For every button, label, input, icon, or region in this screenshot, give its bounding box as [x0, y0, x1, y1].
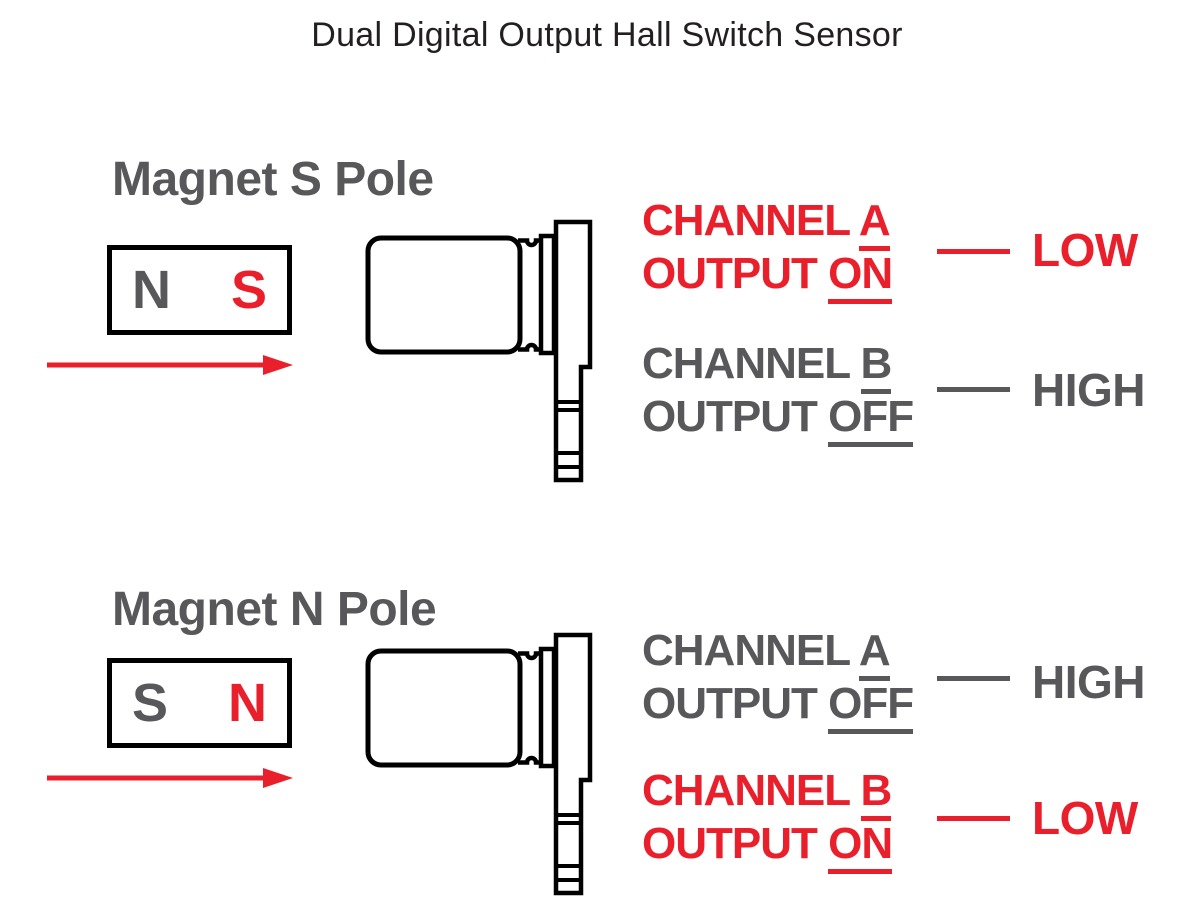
- channel-word: CHANNEL: [642, 339, 850, 388]
- pole-label-left: N: [132, 260, 171, 320]
- connector-line: [937, 387, 1010, 392]
- channel-word: CHANNEL: [642, 766, 850, 815]
- output-line: OUTPUT ON: [642, 247, 893, 304]
- channel-id: B: [860, 339, 892, 394]
- signal-level-label: LOW: [1032, 224, 1138, 276]
- signal-level-label: HIGH: [1032, 364, 1146, 416]
- channel-id: B: [860, 766, 892, 821]
- direction-arrow-icon: [47, 768, 293, 788]
- output-line: OUTPUT ON: [642, 817, 893, 874]
- output-word: OUTPUT: [642, 679, 818, 728]
- channel-line: CHANNEL A: [642, 194, 892, 251]
- direction-arrow-icon: [47, 355, 293, 375]
- channel-word: CHANNEL: [642, 626, 850, 675]
- channel-a-status: CHANNEL A OUTPUT ON: [642, 194, 893, 304]
- channel-line: CHANNEL B: [642, 337, 913, 394]
- diagram-title: Dual Digital Output Hall Switch Sensor: [311, 16, 903, 54]
- scenario-heading: Magnet N Pole: [112, 583, 437, 636]
- pole-label-right: N: [228, 673, 267, 733]
- output-line: OUTPUT OFF: [642, 677, 914, 734]
- signal-level-label: HIGH: [1032, 656, 1146, 708]
- channel-b-status: CHANNEL B OUTPUT OFF: [642, 337, 914, 447]
- output-word: OUTPUT: [642, 819, 818, 868]
- magnet: S N: [107, 658, 292, 748]
- channel-id: A: [858, 196, 891, 251]
- output-state: ON: [828, 249, 893, 304]
- magnet: N S: [107, 245, 292, 335]
- channel-word: CHANNEL: [642, 196, 850, 245]
- output-state: OFF: [828, 679, 914, 734]
- pole-label-left: S: [132, 673, 169, 733]
- output-state: OFF: [828, 392, 914, 447]
- channel-a-status: CHANNEL A OUTPUT OFF: [642, 624, 914, 734]
- channel-line: CHANNEL B: [642, 764, 892, 821]
- channel-line: CHANNEL A: [642, 624, 913, 681]
- scenario-heading: Magnet S Pole: [112, 153, 434, 206]
- hall-sensor-drawing: [350, 215, 600, 485]
- signal-level-label: LOW: [1032, 792, 1138, 844]
- output-word: OUTPUT: [642, 392, 818, 441]
- output-word: OUTPUT: [642, 249, 818, 298]
- channel-b-status: CHANNEL B OUTPUT ON: [642, 764, 893, 874]
- output-line: OUTPUT OFF: [642, 390, 914, 447]
- connector-line: [937, 816, 1010, 821]
- connector-line: [937, 676, 1010, 681]
- connector-line: [937, 249, 1010, 254]
- output-state: ON: [828, 819, 893, 874]
- hall-sensor-drawing: [350, 628, 600, 898]
- channel-id: A: [858, 626, 891, 681]
- pole-label-right: S: [230, 260, 267, 320]
